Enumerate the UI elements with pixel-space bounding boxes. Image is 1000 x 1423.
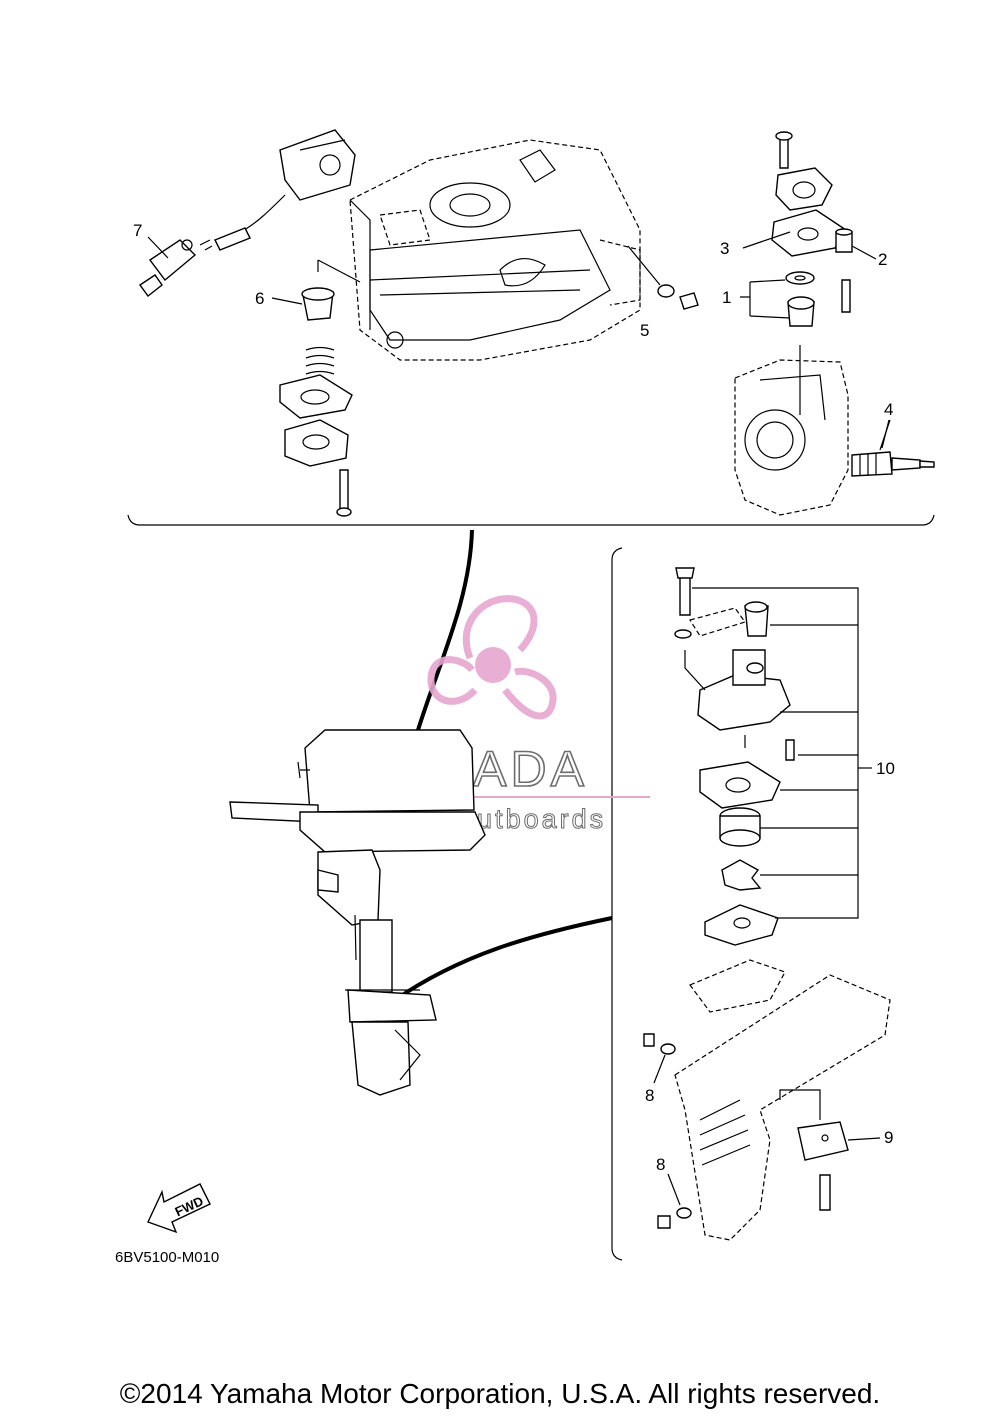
propeller-hub [475,647,511,683]
lower-unit-leader-curve [393,916,613,1002]
top-section-bracket [127,514,935,526]
part-7-leader [147,236,169,259]
part-5-oring [627,245,699,310]
propeller-logo [427,595,557,720]
part-4-spark-plug [851,419,935,477]
copyright-notice: ©2014 Yamaha Motor Corporation, U.S.A. A… [119,1378,881,1409]
part-label-10: 10 [876,759,895,778]
part-3-leader [742,231,791,249]
part-label-7: 7 [133,221,142,240]
part-7-connector [139,239,213,297]
cylinder-head [734,345,849,516]
outboard-motor [229,729,486,1096]
part-6-filter-assembly [279,259,361,517]
right-section-bracket [611,547,623,1261]
part-2-leader [851,245,877,260]
thermostat-assembly [771,131,853,327]
part-label-1: 1 [722,288,731,307]
part-4-leader [881,419,890,449]
diagram-code: 6BV5100-M010 [115,1249,219,1266]
part-label-6: 6 [255,289,264,308]
part-label-5: 5 [640,321,649,340]
part-label-2: 2 [878,250,887,269]
fwd-arrow: FWD [147,1183,211,1234]
fuel-pump [214,129,356,251]
water-pump-kit [674,567,872,946]
part-6-leader [271,297,303,305]
part-1-leader [740,279,791,319]
part-label-9: 9 [884,1128,893,1147]
part-label-8-lower: 8 [656,1155,665,1174]
part-label-4: 4 [884,400,893,419]
part-label-8-upper: 8 [645,1086,654,1105]
engine-block [349,139,641,361]
watermark-divider [350,796,650,798]
part-label-3: 3 [720,239,729,258]
lower-unit [643,959,891,1241]
